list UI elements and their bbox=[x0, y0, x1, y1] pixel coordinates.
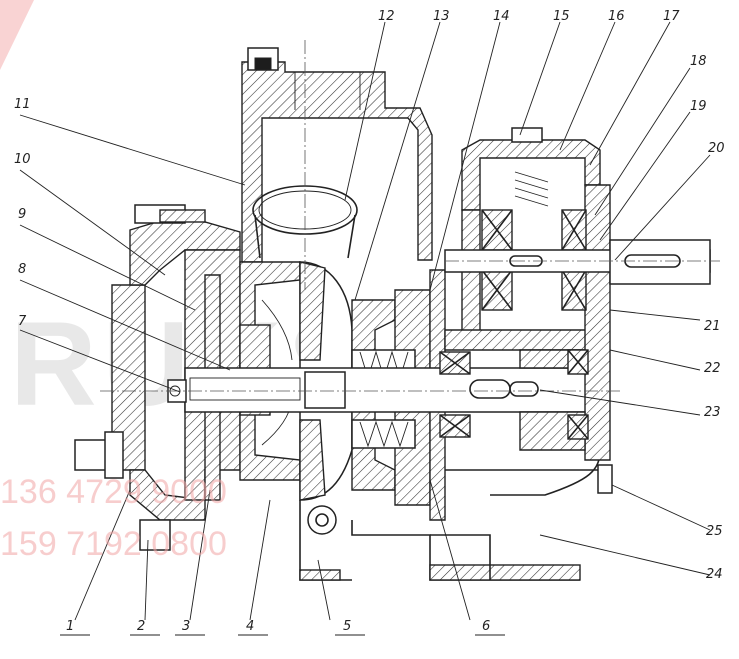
callout-9: 9 bbox=[18, 207, 26, 222]
callout-22: 22 bbox=[704, 361, 721, 376]
callout-1: 1 bbox=[66, 619, 74, 634]
callout-24: 24 bbox=[706, 567, 723, 582]
callout-19: 19 bbox=[690, 99, 707, 114]
callout-4: 4 bbox=[246, 619, 254, 634]
callout-10: 10 bbox=[14, 152, 31, 167]
callout-15: 15 bbox=[553, 9, 570, 24]
callout-21: 21 bbox=[704, 319, 721, 334]
callout-17: 17 bbox=[663, 9, 680, 24]
watermark-phone-2: 159 7192 0800 bbox=[0, 525, 227, 563]
callout-16: 16 bbox=[608, 9, 625, 24]
callout-18: 18 bbox=[690, 54, 707, 69]
callout-20: 20 bbox=[708, 141, 725, 156]
callout-labels: 12 13 14 15 16 17 18 19 20 11 10 9 8 7 2… bbox=[14, 9, 725, 634]
callout-8: 8 bbox=[18, 262, 26, 277]
corner-mark bbox=[0, 0, 34, 70]
callout-25: 25 bbox=[706, 524, 723, 539]
pump-shaft bbox=[167, 367, 606, 413]
callout-12: 12 bbox=[378, 9, 395, 24]
callout-13: 13 bbox=[433, 9, 450, 24]
callout-11: 11 bbox=[14, 97, 31, 112]
leader-lines bbox=[19, 21, 711, 621]
callout-23: 23 bbox=[704, 405, 721, 420]
callout-7: 7 bbox=[18, 314, 27, 329]
callout-5: 5 bbox=[343, 619, 351, 634]
callout-2: 2 bbox=[137, 619, 145, 634]
callout-3: 3 bbox=[182, 619, 190, 634]
pump-casing bbox=[74, 204, 241, 551]
callout-14: 14 bbox=[493, 9, 510, 24]
watermark-phone-1: 136 4729 9000 bbox=[0, 473, 227, 511]
inlet-chamber bbox=[241, 47, 433, 263]
bearing-frame bbox=[439, 127, 711, 494]
callout-6: 6 bbox=[482, 619, 490, 634]
